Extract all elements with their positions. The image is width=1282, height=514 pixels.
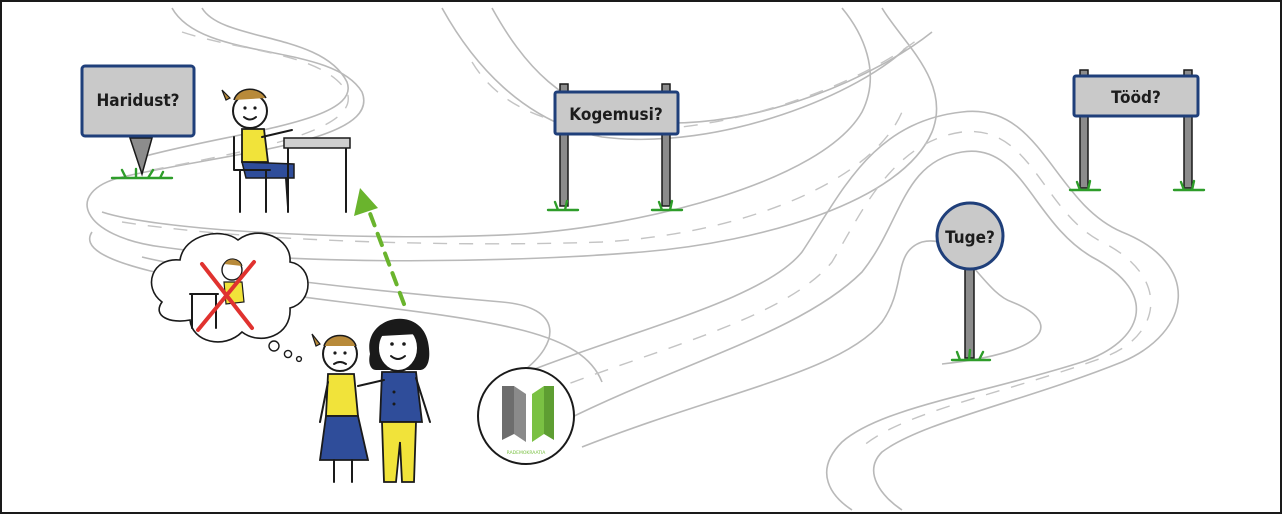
sign-jobs: Tööd? bbox=[1070, 70, 1204, 190]
girl-at-desk-figure bbox=[222, 89, 350, 212]
sign-experience-label: Kogemusi? bbox=[569, 105, 662, 125]
thought-cloud bbox=[152, 233, 308, 361]
woman-figure bbox=[358, 319, 430, 482]
sign-support-label: Tuge? bbox=[945, 228, 995, 248]
sign-education-label: Haridust? bbox=[96, 91, 179, 111]
organization-logo: RADEMOKRAATIA bbox=[478, 368, 574, 464]
sign-jobs-label: Tööd? bbox=[1111, 88, 1161, 108]
sad-girl-figure bbox=[312, 334, 368, 482]
direction-arrow bbox=[354, 188, 404, 304]
sign-support: Tuge? bbox=[937, 203, 1003, 360]
sign-education: Haridust? bbox=[82, 66, 194, 178]
sign-experience: Kogemusi? bbox=[548, 84, 682, 210]
logo-caption: RADEMOKRAATIA bbox=[507, 450, 547, 456]
